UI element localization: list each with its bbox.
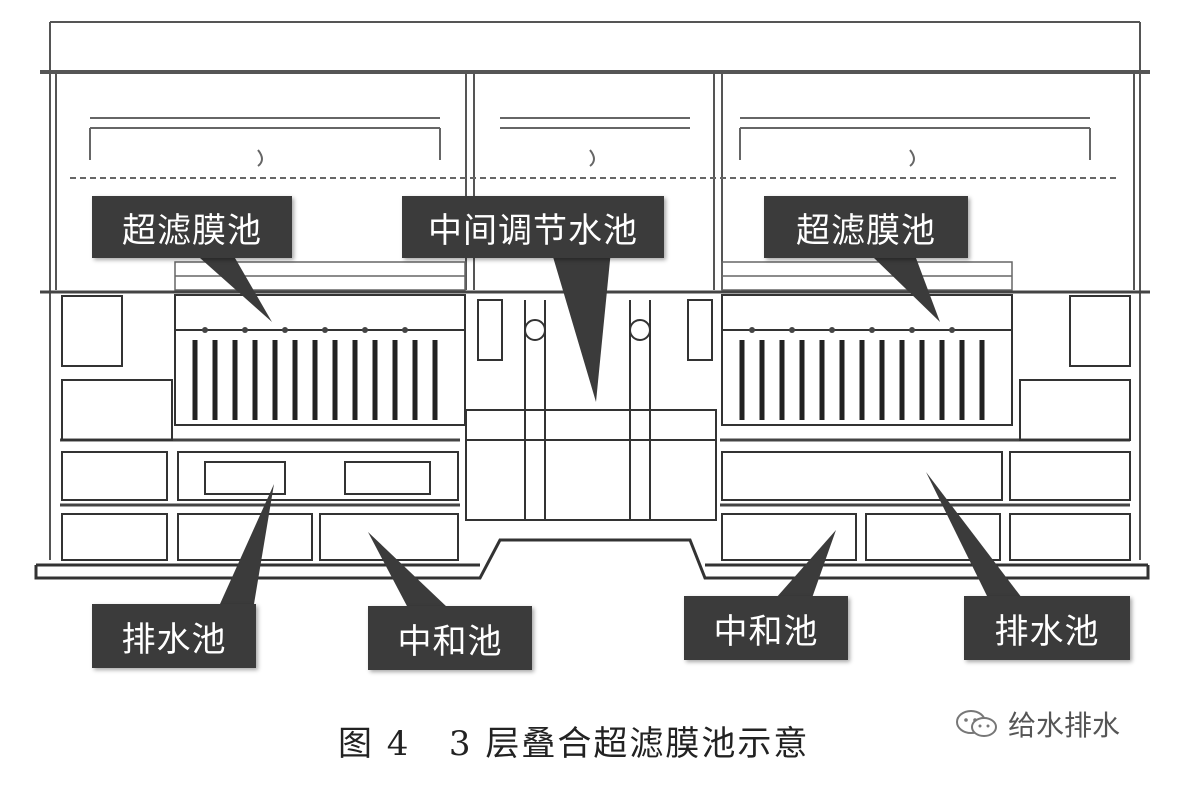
pointer-drain-right: [926, 472, 1022, 598]
watermark-text: 给水排水: [1008, 709, 1121, 742]
watermark: 给水排水: [954, 704, 1120, 744]
membrane-modules-left: [192, 340, 438, 420]
label-uf-tank-right: 超滤膜池: [764, 196, 968, 258]
pipe-fittings: [202, 327, 955, 333]
figure-title: 3 层叠合超滤膜池示意: [448, 724, 810, 764]
label-neutral-tank-left: 中和池: [368, 606, 532, 670]
uf-tank-right: [721, 294, 1013, 426]
membrane-modules-right: [739, 340, 985, 420]
middle-tank: [465, 299, 717, 521]
label-neutral-tank-right: 中和池: [684, 596, 848, 660]
wechat-icon: [956, 710, 997, 737]
pointer-drain-left: [220, 484, 274, 604]
section-drawing: [34, 21, 1150, 608]
deck-rails: [174, 261, 1013, 291]
label-middle-tank: 中间调节水池: [402, 196, 664, 258]
side-rooms: [61, 295, 1131, 441]
label-uf-tank-left: 超滤膜池: [92, 196, 292, 258]
pointer-uf-right: [874, 258, 940, 322]
pointer-uf-left: [200, 258, 272, 322]
label-drain-tank-left: 排水池: [92, 604, 256, 668]
figure-caption: 图 4 3 层叠合超滤膜池示意: [338, 716, 809, 765]
pointer-middle: [548, 240, 612, 402]
pointer-neutral-left: [368, 532, 448, 608]
callout-pointers: [200, 240, 1022, 608]
building-outline: [40, 21, 1150, 560]
crane-beams: [70, 117, 1120, 179]
label-drain-tank-right: 排水池: [964, 596, 1130, 660]
pointer-neutral-right: [776, 530, 836, 598]
lower-tanks: [61, 451, 1131, 561]
figure-number: 图 4: [338, 724, 411, 764]
uf-tank-left: [174, 294, 466, 426]
